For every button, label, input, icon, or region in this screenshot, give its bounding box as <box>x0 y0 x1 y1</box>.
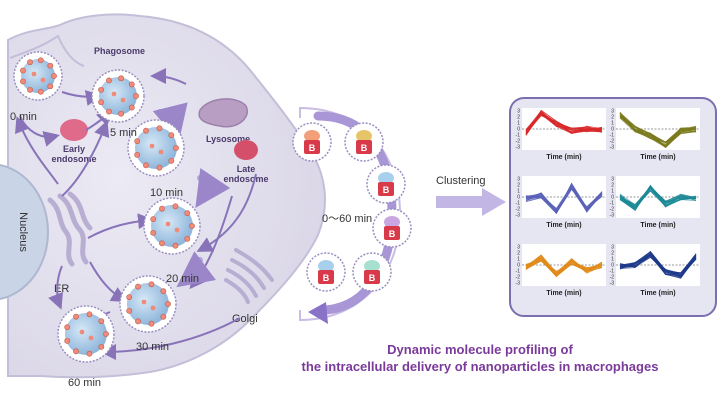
timepoint-label: 10 min <box>150 187 183 199</box>
y-tick-label: -3 <box>516 145 521 151</box>
y-tick-label: 0 <box>611 195 614 201</box>
y-tick-label: 0 <box>517 195 520 201</box>
y-tick-label: -1 <box>610 133 615 139</box>
phagosome-vesicle <box>143 197 201 255</box>
marker-vesicle: B <box>372 208 412 248</box>
caption-line-2: the intracellular delivery of nanopartic… <box>302 359 659 374</box>
x-axis-label: Time (min) <box>546 222 581 229</box>
phagosome-vesicle <box>57 305 115 363</box>
nucleus-label: Nucleus <box>17 212 29 252</box>
y-tick-label: 1 <box>611 257 614 263</box>
x-axis-label: Time (min) <box>640 290 675 297</box>
y-tick-label: 3 <box>611 109 614 115</box>
y-tick-label: 3 <box>517 177 520 183</box>
lysosome <box>198 98 249 128</box>
marker-vesicle: B <box>292 122 332 162</box>
timepoint-label: 0 min <box>10 111 37 123</box>
y-tick-label: 2 <box>517 115 520 121</box>
y-tick-label: -1 <box>516 269 521 275</box>
er <box>47 191 93 267</box>
phagosome-label: Phagosome <box>94 46 145 56</box>
y-tick-label: 3 <box>517 109 520 115</box>
y-tick-label: 0 <box>611 127 614 133</box>
y-tick-label: -1 <box>516 201 521 207</box>
phagosome-vesicle <box>13 51 63 101</box>
y-tick-label: -3 <box>516 213 521 219</box>
y-tick-label: 2 <box>517 251 520 257</box>
y-tick-label: 3 <box>611 245 614 251</box>
phagosome-vesicle <box>91 69 145 123</box>
timepoint-label: 20 min <box>166 273 199 285</box>
y-tick-label: -3 <box>516 281 521 287</box>
x-axis-label: Time (min) <box>640 222 675 229</box>
y-tick-label: -2 <box>610 207 615 213</box>
clustering-arrow <box>436 188 506 216</box>
marker-b-label: B <box>309 143 316 153</box>
y-tick-label: 2 <box>517 183 520 189</box>
marker-b-label: B <box>323 273 330 283</box>
clustering-label: Clustering <box>436 175 486 187</box>
y-tick-label: -3 <box>610 281 615 287</box>
y-tick-label: -1 <box>610 269 615 275</box>
marker-b-label: B <box>361 143 368 153</box>
marker-vesicle: B <box>306 252 346 292</box>
y-tick-label: 3 <box>517 245 520 251</box>
y-tick-label: 0 <box>517 127 520 133</box>
timepoint-label: 5 min <box>110 127 137 139</box>
y-tick-label: 1 <box>611 121 614 127</box>
late-endosome <box>234 140 258 160</box>
golgi-label: Golgi <box>232 313 258 325</box>
marker-b-label: B <box>389 229 396 239</box>
y-tick-label: 2 <box>611 251 614 257</box>
x-axis-label: Time (min) <box>546 154 581 161</box>
y-tick-label: -2 <box>610 275 615 281</box>
marker-b-label: B <box>383 185 390 195</box>
x-axis-label: Time (min) <box>640 154 675 161</box>
y-tick-label: -1 <box>516 133 521 139</box>
y-tick-label: 3 <box>611 177 614 183</box>
y-tick-label: 2 <box>611 183 614 189</box>
golgi <box>224 248 274 304</box>
early-endosome <box>60 119 88 141</box>
lysosome-label: Lysosome <box>206 134 250 144</box>
x-axis-label: Time (min) <box>546 290 581 297</box>
marker-b-label: B <box>369 273 376 283</box>
y-tick-label: 1 <box>517 189 520 195</box>
timepoint-label: 60 min <box>68 377 101 389</box>
caption-line-1: Dynamic molecule profiling of <box>387 342 573 357</box>
nucleus <box>0 164 49 300</box>
y-tick-label: 0 <box>517 263 520 269</box>
y-tick-label: -2 <box>516 139 521 145</box>
phagosome-vesicle <box>127 119 185 177</box>
timepoint-label: 30 min <box>136 341 169 353</box>
marker-vesicle: B <box>366 164 406 204</box>
y-tick-label: -1 <box>610 201 615 207</box>
marker-vesicle: B <box>344 122 384 162</box>
y-tick-label: 2 <box>611 115 614 121</box>
y-tick-label: 1 <box>611 189 614 195</box>
y-tick-label: -2 <box>610 139 615 145</box>
y-tick-label: 1 <box>517 257 520 263</box>
phagosome-vesicle <box>119 275 177 333</box>
y-tick-label: -2 <box>516 275 521 281</box>
y-tick-label: -3 <box>610 213 615 219</box>
y-tick-label: 1 <box>517 121 520 127</box>
marker-vesicle: B <box>352 252 392 292</box>
y-tick-label: -3 <box>610 145 615 151</box>
y-tick-label: 0 <box>611 263 614 269</box>
time-range-label: 0～60 min <box>322 213 372 225</box>
y-tick-label: -2 <box>516 207 521 213</box>
